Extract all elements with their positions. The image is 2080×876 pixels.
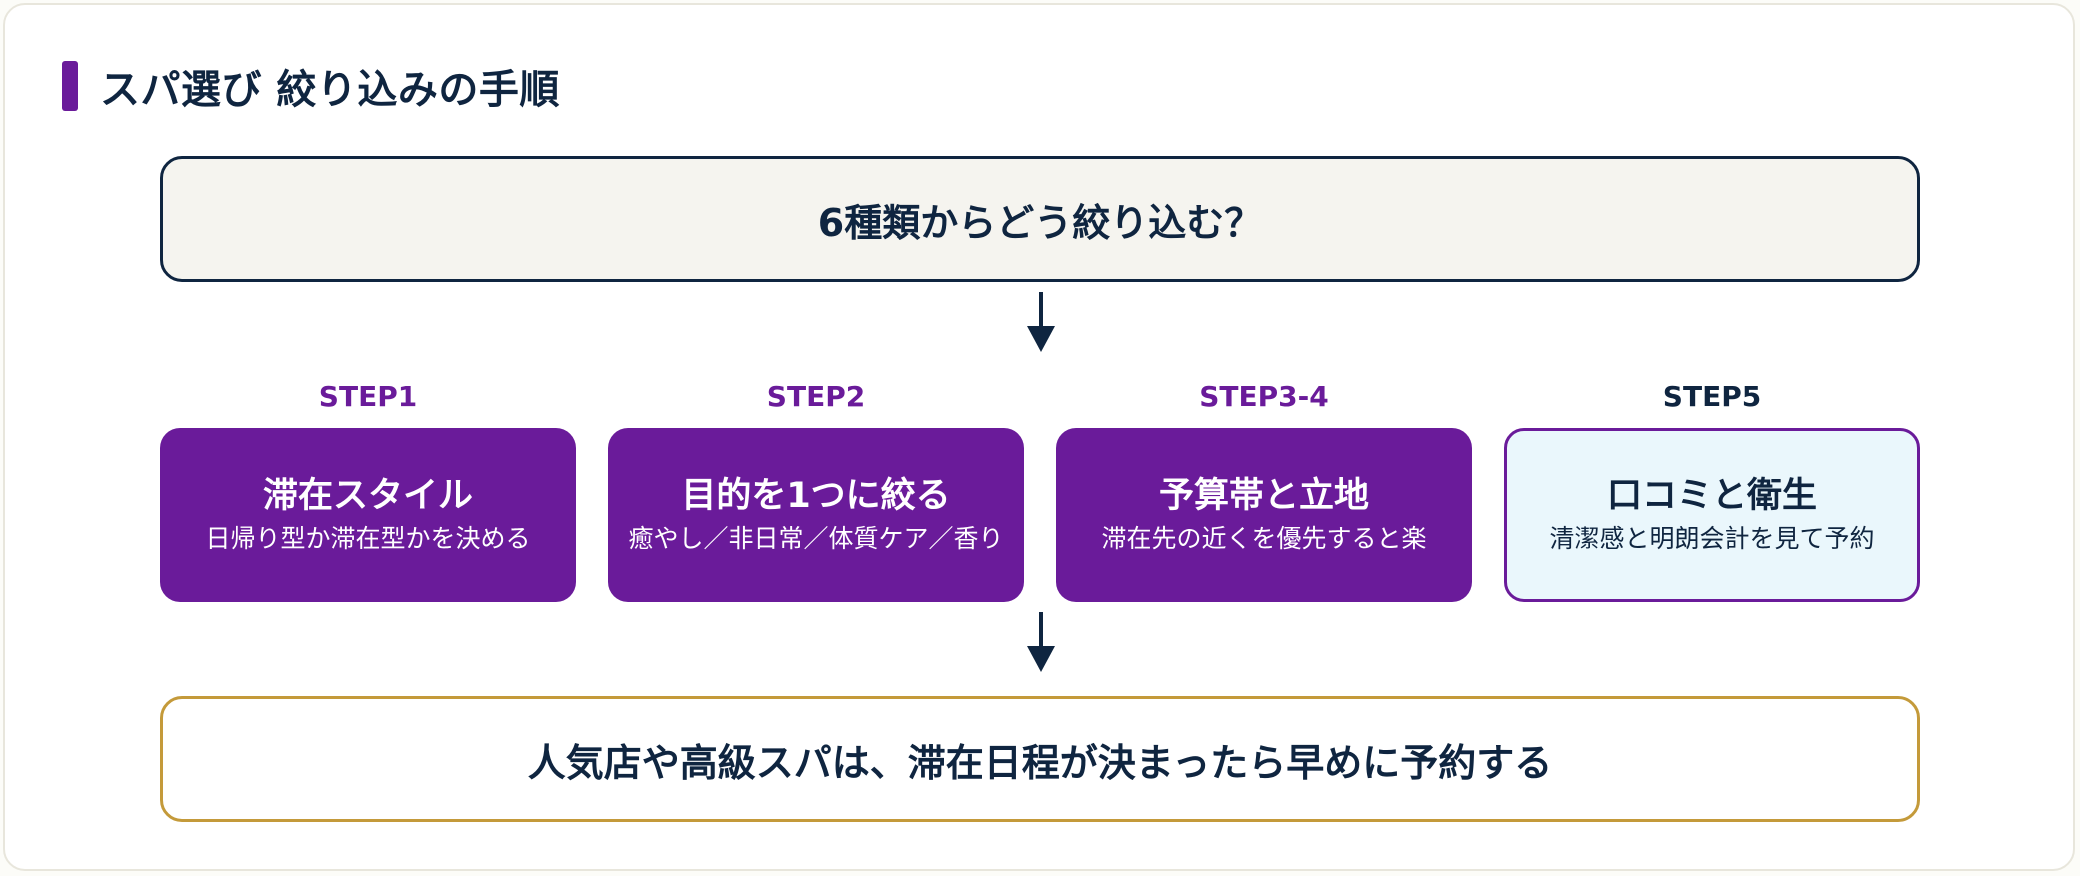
- step1-title: 滞在スタイル: [262, 476, 473, 516]
- question-box: 6種類からどう絞り込む？: [160, 156, 1920, 282]
- page-title: スパ選び 絞り込みの手順: [100, 67, 560, 113]
- title-accent-bar: [62, 61, 78, 111]
- step2-title: 目的を1つに絞る: [681, 476, 951, 516]
- step5-label: STEP5: [1662, 380, 1762, 413]
- step3-4-desc: 滞在先の近くを優先すると楽: [1101, 524, 1427, 553]
- step2-label: STEP2: [766, 380, 866, 413]
- down-arrow-icon: [1027, 292, 1055, 352]
- step3-4-label: STEP3-4: [1199, 380, 1329, 413]
- step3-4-title: 予算帯と立地: [1158, 476, 1369, 516]
- title-area: スパ選び 絞り込みの手順: [62, 60, 560, 113]
- conclusion-box: 人気店や高級スパは、滞在日程が決まったら早めに予約する: [160, 696, 1920, 822]
- step1-desc: 日帰り型か滞在型かを決める: [205, 524, 531, 553]
- step1-label: STEP1: [318, 380, 418, 413]
- step1-box: 滞在スタイル 日帰り型か滞在型かを決める: [160, 428, 576, 602]
- step3-4-box: 予算帯と立地 滞在先の近くを優先すると楽: [1056, 428, 1472, 602]
- step5-title: 口コミと衛生: [1606, 476, 1817, 516]
- step2-desc: 癒やし／非日常／体質ケア／香り: [628, 524, 1004, 553]
- down-arrow-icon: [1027, 612, 1055, 672]
- step5-desc: 清潔感と明朗会計を見て予約: [1549, 524, 1875, 553]
- step2-box: 目的を1つに絞る 癒やし／非日常／体質ケア／香り: [608, 428, 1024, 602]
- step5-box: 口コミと衛生 清潔感と明朗会計を見て予約: [1504, 428, 1920, 602]
